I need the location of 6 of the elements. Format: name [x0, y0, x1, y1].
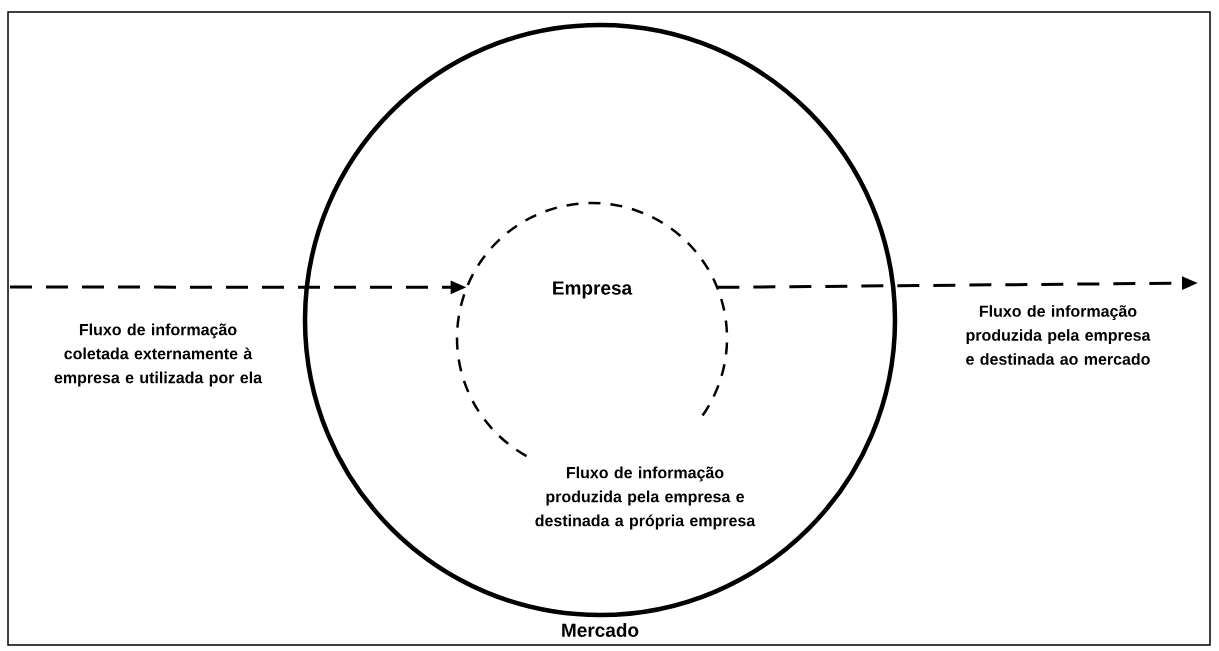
flow-label: Fluxo de informação produzida pela empresa e destinada a própria empresa — [535, 466, 756, 530]
circle-label: Empresa — [553, 281, 633, 299]
flow-label: Fluxo de informação coletada externamente à empresa e utilizada por ela — [54, 323, 263, 387]
market-circle — [302, 22, 898, 618]
circle-label: Mercado — [562, 623, 639, 637]
flow-label: Fluxo de informação produzida pela empresa e destinada ao mercado — [966, 305, 1151, 365]
